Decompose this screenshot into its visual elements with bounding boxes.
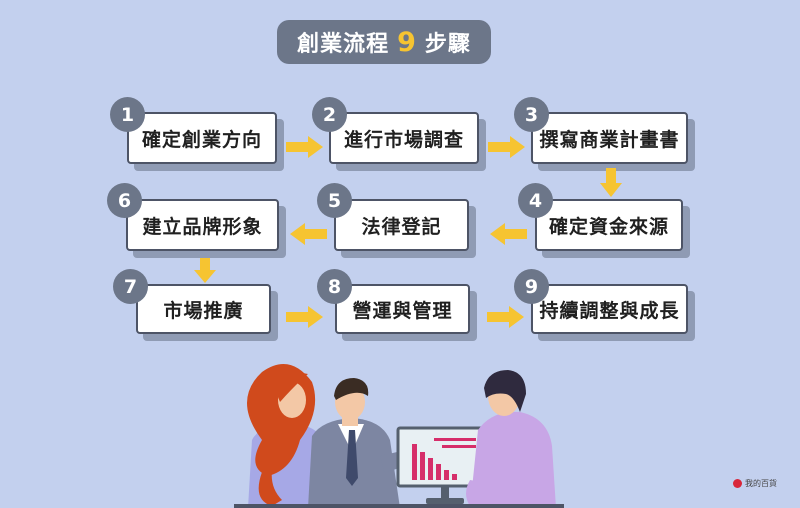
step-1-badge: 1 [110, 97, 145, 132]
title-prefix: 創業流程 [297, 32, 390, 57]
step-2-badge: 2 [312, 97, 347, 132]
step-3-box: 撰寫商業計畫書 [531, 112, 688, 164]
arrow-step1-to-step2 [286, 136, 323, 158]
step-7-box: 市場推廣 [136, 284, 271, 334]
step-5-label: 法律登記 [361, 215, 442, 238]
step-1-box: 確定創業方向 [127, 112, 277, 164]
woman-figure [247, 364, 330, 508]
step-5-badge: 5 [317, 183, 352, 218]
title-number: 9 [397, 26, 417, 58]
logo-dot-icon [733, 479, 742, 488]
monitor-with-chart-icon [396, 426, 492, 504]
man-right-figure [466, 370, 556, 508]
step-3-label: 撰寫商業計畫書 [539, 128, 680, 151]
step-6-box: 建立品牌形象 [126, 199, 279, 251]
step-9-box: 持續調整與成長 [531, 284, 688, 334]
arrow-step4-to-step5 [490, 223, 527, 245]
step-1-label: 確定創業方向 [141, 128, 262, 151]
diagram-title: 創業流程 9 步驟 [277, 20, 491, 64]
step-8-badge: 8 [317, 269, 352, 304]
arrow-step3-to-step4 [600, 168, 622, 197]
arrow-step8-to-step9 [487, 306, 524, 328]
logo-text: 我的百貨 [745, 479, 777, 488]
step-3-badge: 3 [514, 97, 549, 132]
step-6-label: 建立品牌形象 [142, 215, 263, 238]
title-suffix: 步驟 [424, 32, 471, 57]
step-9-label: 持續調整與成長 [539, 299, 680, 322]
step-5-box: 法律登記 [334, 199, 469, 251]
arrow-step2-to-step3 [488, 136, 525, 158]
step-2-box: 進行市場調查 [329, 112, 479, 164]
step-8-box: 營運與管理 [335, 284, 470, 334]
step-7-label: 市場推廣 [163, 299, 244, 322]
step-7-badge: 7 [113, 269, 148, 304]
step-6-badge: 6 [107, 183, 142, 218]
step-8-label: 營運與管理 [352, 299, 453, 322]
arrow-step7-to-step8 [286, 306, 323, 328]
step-4-label: 確定資金來源 [548, 215, 669, 238]
step-2-label: 進行市場調查 [343, 128, 464, 151]
step-4-box: 確定資金來源 [535, 199, 683, 251]
arrow-step6-to-step7 [194, 258, 216, 283]
step-9-badge: 9 [514, 269, 549, 304]
brand-logo: 我的百貨 [733, 478, 777, 489]
step-4-badge: 4 [518, 183, 553, 218]
arrow-step5-to-step6 [290, 223, 327, 245]
